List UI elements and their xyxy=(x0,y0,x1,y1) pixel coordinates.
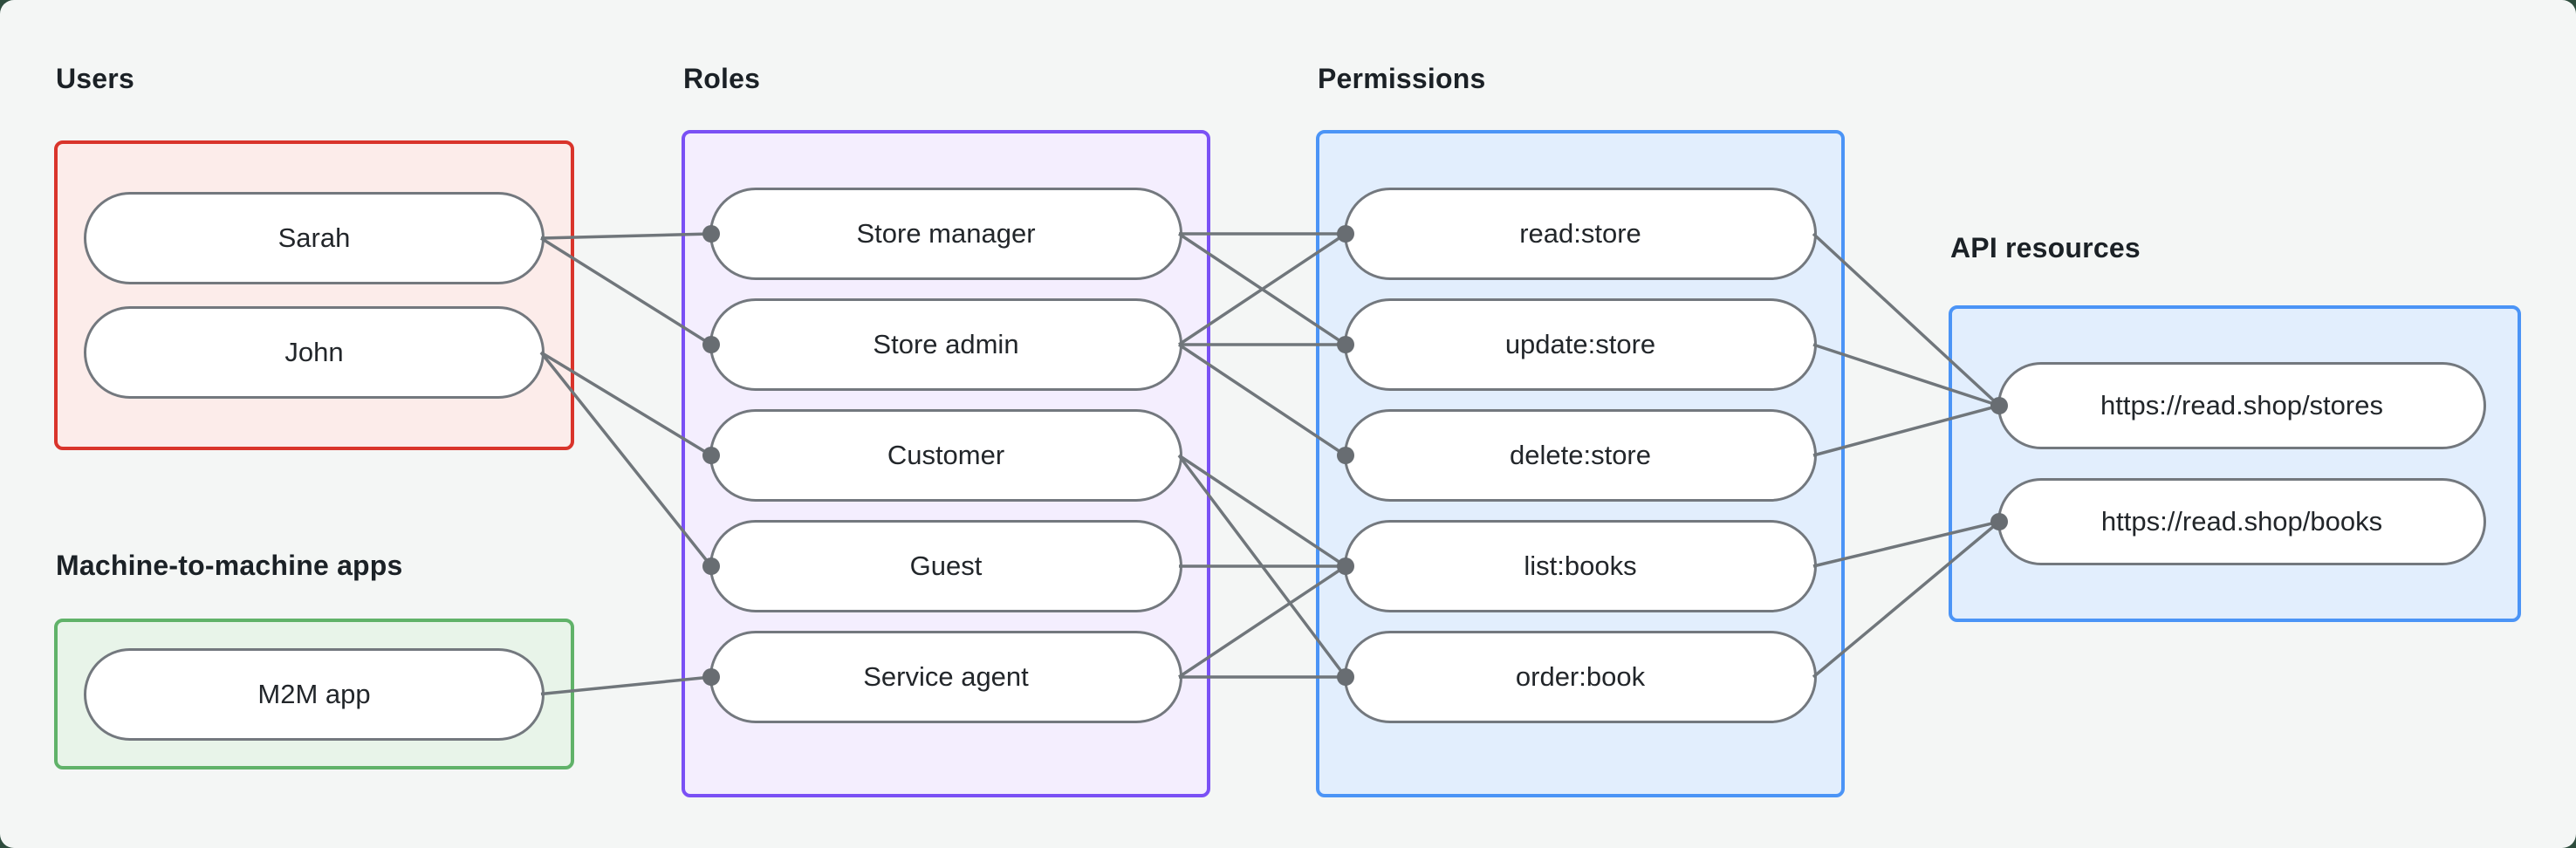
node-m2m-app-label: M2M app xyxy=(257,678,371,709)
node-sarah-label: Sarah xyxy=(277,222,351,253)
node-books-api: https://read.shop/books xyxy=(1997,478,2486,565)
node-guest-label: Guest xyxy=(909,551,983,581)
node-store-admin: Store admin xyxy=(709,298,1182,391)
node-update-store-label: update:store xyxy=(1504,329,1656,359)
node-books-api-label: https://read.shop/books xyxy=(2100,506,2383,537)
node-customer-label: Customer xyxy=(887,440,1005,470)
m2m-group-box: M2M app xyxy=(54,619,574,769)
node-stores-api-label: https://read.shop/stores xyxy=(2100,390,2383,421)
node-order-book: order:book xyxy=(1344,631,1817,723)
node-customer: Customer xyxy=(709,409,1182,502)
node-john: John xyxy=(84,306,545,399)
node-list-books-label: list:books xyxy=(1524,551,1637,581)
node-store-manager-label: Store manager xyxy=(856,218,1036,249)
api-resources-group-label: API resources xyxy=(1950,232,2141,263)
node-order-book-label: order:book xyxy=(1515,661,1646,692)
node-m2m-app: M2M app xyxy=(84,647,545,741)
permissions-group-box: read:store update:store delete:store lis… xyxy=(1316,130,1845,797)
api-resources-group-box: https://read.shop/stores https://read.sh… xyxy=(1949,305,2521,622)
node-update-store: update:store xyxy=(1344,298,1817,391)
roles-group-box: Store manager Store admin Customer Guest… xyxy=(682,130,1210,797)
m2m-group-label: Machine-to-machine apps xyxy=(56,550,403,581)
node-service-agent: Service agent xyxy=(709,631,1182,723)
node-sarah: Sarah xyxy=(84,192,545,284)
node-store-admin-label: Store admin xyxy=(873,329,1019,359)
node-delete-store-label: delete:store xyxy=(1510,440,1651,470)
users-group-box: Sarah John xyxy=(54,140,574,450)
node-john-label: John xyxy=(284,337,344,367)
permissions-group-label: Permissions xyxy=(1318,63,1486,94)
node-list-books: list:books xyxy=(1344,520,1817,612)
node-delete-store: delete:store xyxy=(1344,409,1817,502)
node-store-manager: Store manager xyxy=(709,188,1182,280)
node-service-agent-label: Service agent xyxy=(863,661,1029,692)
roles-group-label: Roles xyxy=(683,63,761,94)
node-guest: Guest xyxy=(709,520,1182,612)
users-group-label: Users xyxy=(56,63,134,94)
node-read-store: read:store xyxy=(1344,188,1817,280)
node-stores-api: https://read.shop/stores xyxy=(1997,362,2486,449)
node-read-store-label: read:store xyxy=(1519,218,1641,249)
